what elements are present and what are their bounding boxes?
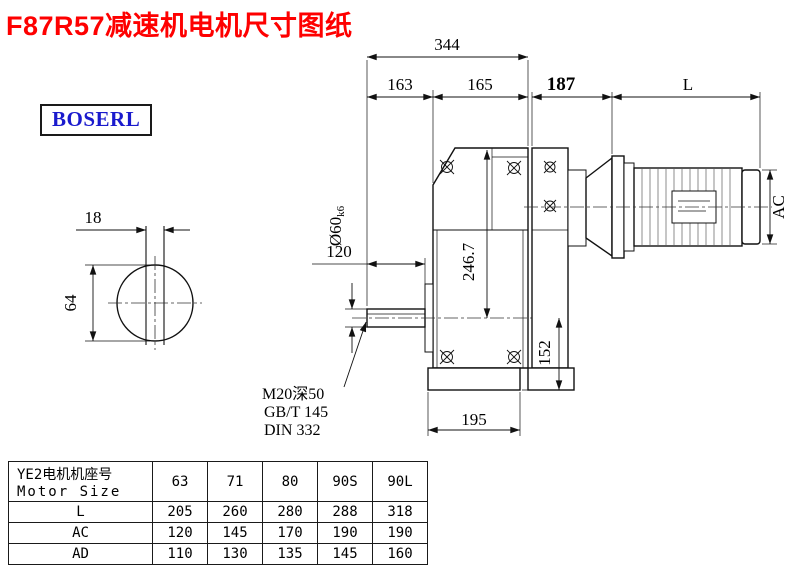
bolt-mark: [506, 349, 522, 365]
dim-motor-height: AC: [769, 195, 788, 219]
dim-right-span: 165: [467, 75, 493, 94]
brand-badge: BOSERL: [40, 104, 153, 136]
dim-base-width: 195: [461, 410, 487, 429]
motor-size-table: YE2电机机座号 Motor Size 63 71 80 90S 90L L 2…: [8, 461, 428, 565]
value-cell: 205: [152, 501, 208, 523]
dim-motor-flange: 187: [547, 74, 576, 95]
row-label: L: [8, 501, 153, 523]
value-cell: 120: [152, 522, 208, 544]
motor: [524, 155, 772, 259]
side-foot: [527, 367, 575, 391]
table-header-motor-size: YE2电机机座号 Motor Size: [8, 461, 153, 502]
note-standard-gb: GB/T 145: [264, 404, 328, 421]
dim-shaft-diameter-main: Ø60: [326, 217, 345, 246]
dim-shaft-diameter-tolerance: k6: [335, 205, 347, 217]
value-cell: 190: [317, 522, 373, 544]
dim-shaft-view-diameter: 64: [61, 294, 80, 312]
input-adapter: [567, 169, 587, 247]
value-cell: 288: [317, 501, 373, 523]
page-title: F87R57减速机电机尺寸图纸: [6, 11, 353, 41]
size-column-header: 63: [152, 461, 208, 502]
dim-shaft-length: 120: [326, 242, 352, 261]
bolt-mark: [543, 160, 557, 174]
row-label: AC: [8, 522, 153, 544]
value-cell: 190: [372, 522, 428, 544]
row-label: AD: [8, 543, 153, 565]
value-cell: 145: [207, 522, 263, 544]
gearbox-side-view: [527, 147, 613, 391]
bolt-mark: [439, 349, 455, 365]
value-cell: 260: [207, 501, 263, 523]
dimensions: 18 64 344 163 165 187 L 120 Ø60k6: [61, 35, 788, 439]
base-flange: [427, 367, 521, 391]
size-column-header: 90L: [372, 461, 428, 502]
note-standard-din: DIN 332: [264, 422, 320, 439]
note-tapped-hole: M20深50: [262, 385, 324, 403]
table-header-row: YE2电机机座号 Motor Size 63 71 80 90S 90L: [8, 461, 428, 502]
size-column-header: 71: [207, 461, 263, 502]
gearbox-front-view: [352, 147, 566, 391]
dim-shaft-diameter: Ø60k6: [326, 205, 347, 246]
table-row-ad: AD 110 130 135 145 160: [8, 543, 428, 565]
dim-motor-length: L: [683, 75, 693, 94]
dim-keyway-width: 18: [85, 208, 102, 227]
value-cell: 160: [372, 543, 428, 565]
table-row-l: L 205 260 280 288 318: [8, 501, 428, 523]
value-cell: 170: [262, 522, 318, 544]
value-cell: 110: [152, 543, 208, 565]
dim-left-span: 163: [387, 75, 413, 94]
value-cell: 280: [262, 501, 318, 523]
size-column-header: 80: [262, 461, 318, 502]
value-cell: 130: [207, 543, 263, 565]
dim-overall-width: 344: [434, 35, 460, 54]
technical-drawing: 18 64 344 163 165 187 L 120 Ø60k6: [61, 35, 788, 439]
dim-center-height: 246.7: [459, 242, 478, 281]
size-column-header: 90S: [317, 461, 373, 502]
table-header-cn: YE2电机机座号: [17, 466, 113, 483]
brand-label: BOSERL: [52, 107, 141, 131]
value-cell: 318: [372, 501, 428, 523]
dim-foot-height: 152: [535, 340, 554, 366]
bolt-mark: [439, 159, 455, 175]
value-cell: 145: [317, 543, 373, 565]
table-header-en: Motor Size: [17, 483, 122, 500]
value-cell: 135: [262, 543, 318, 565]
shaft-end-view: [108, 226, 202, 350]
bolt-mark: [506, 160, 522, 176]
bolt-mark: [543, 199, 557, 213]
table-row-ac: AC 120 145 170 190 190: [8, 522, 428, 544]
